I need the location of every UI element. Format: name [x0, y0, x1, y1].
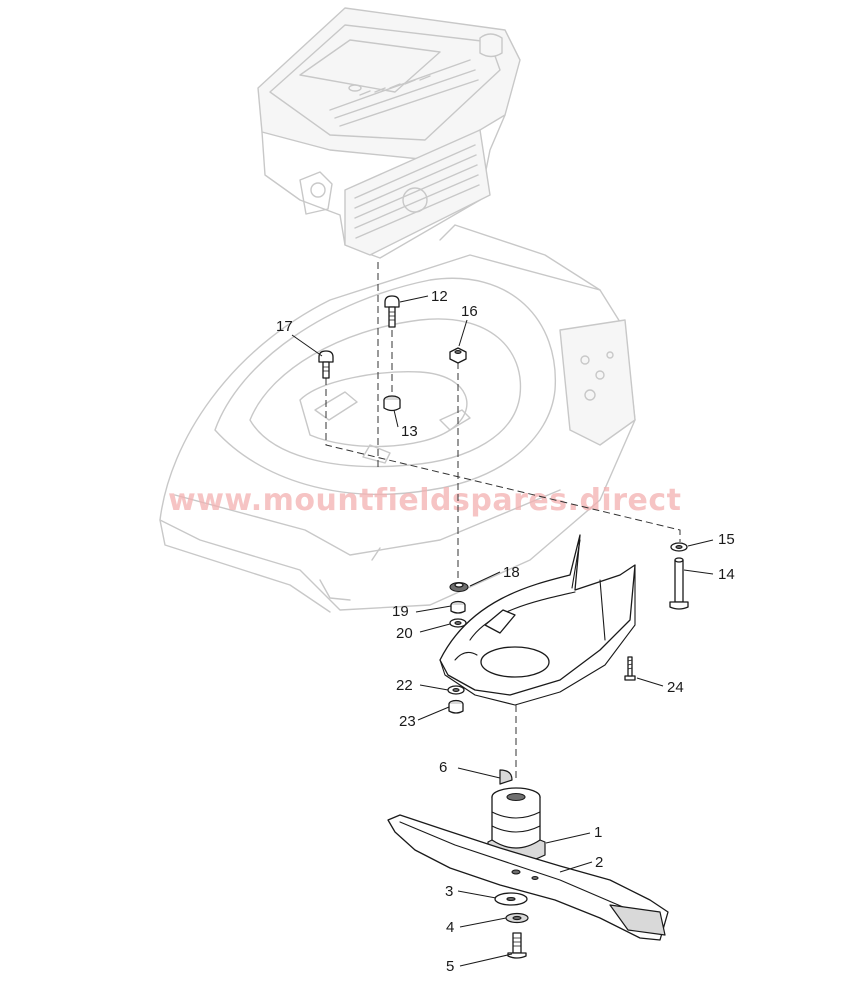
deck-baffle-plate — [439, 534, 636, 706]
bolt-12 — [384, 295, 400, 328]
mower-deck-outline — [159, 224, 636, 613]
callout-labels: 12 13 16 17 15 14 18 19 20 22 23 24 6 1 … — [276, 288, 735, 975]
engine-outline — [257, 7, 521, 259]
nut-18 — [449, 581, 469, 593]
callout-12: 12 — [431, 288, 448, 305]
callout-1: 1 — [594, 824, 602, 841]
callout-22: 22 — [396, 677, 413, 694]
callout-3: 3 — [445, 883, 453, 900]
washer-3 — [494, 892, 528, 906]
callout-16: 16 — [461, 303, 478, 320]
washer-20 — [449, 618, 467, 628]
callout-5: 5 — [446, 958, 454, 975]
spacer-23 — [448, 699, 464, 714]
leader-lines — [291, 295, 714, 967]
callout-13: 13 — [401, 423, 418, 440]
callout-19: 19 — [392, 603, 409, 620]
callout-18: 18 — [503, 564, 520, 581]
watermark-text: www.mountfieldspares.direct — [168, 483, 681, 518]
screw-24 — [624, 656, 636, 681]
blade-boss-1 — [487, 787, 546, 864]
callout-20: 20 — [396, 625, 413, 642]
bolt-14 — [669, 557, 689, 610]
callout-23: 23 — [399, 713, 416, 730]
washer-22 — [447, 685, 465, 695]
callout-15: 15 — [718, 531, 735, 548]
callout-14: 14 — [718, 566, 735, 583]
spacer-13 — [383, 395, 401, 412]
bolt-5 — [507, 932, 527, 959]
washer-4 — [505, 912, 529, 924]
bolt-17 — [318, 350, 334, 379]
callout-4: 4 — [446, 919, 454, 936]
callout-24: 24 — [667, 679, 684, 696]
spacer-19 — [450, 600, 466, 614]
key-6 — [499, 769, 513, 785]
callout-2: 2 — [595, 854, 603, 871]
nut-16 — [449, 347, 467, 364]
washer-15 — [670, 542, 688, 552]
blade-2 — [387, 814, 669, 941]
callout-17: 17 — [276, 318, 293, 335]
callout-6: 6 — [439, 759, 447, 776]
